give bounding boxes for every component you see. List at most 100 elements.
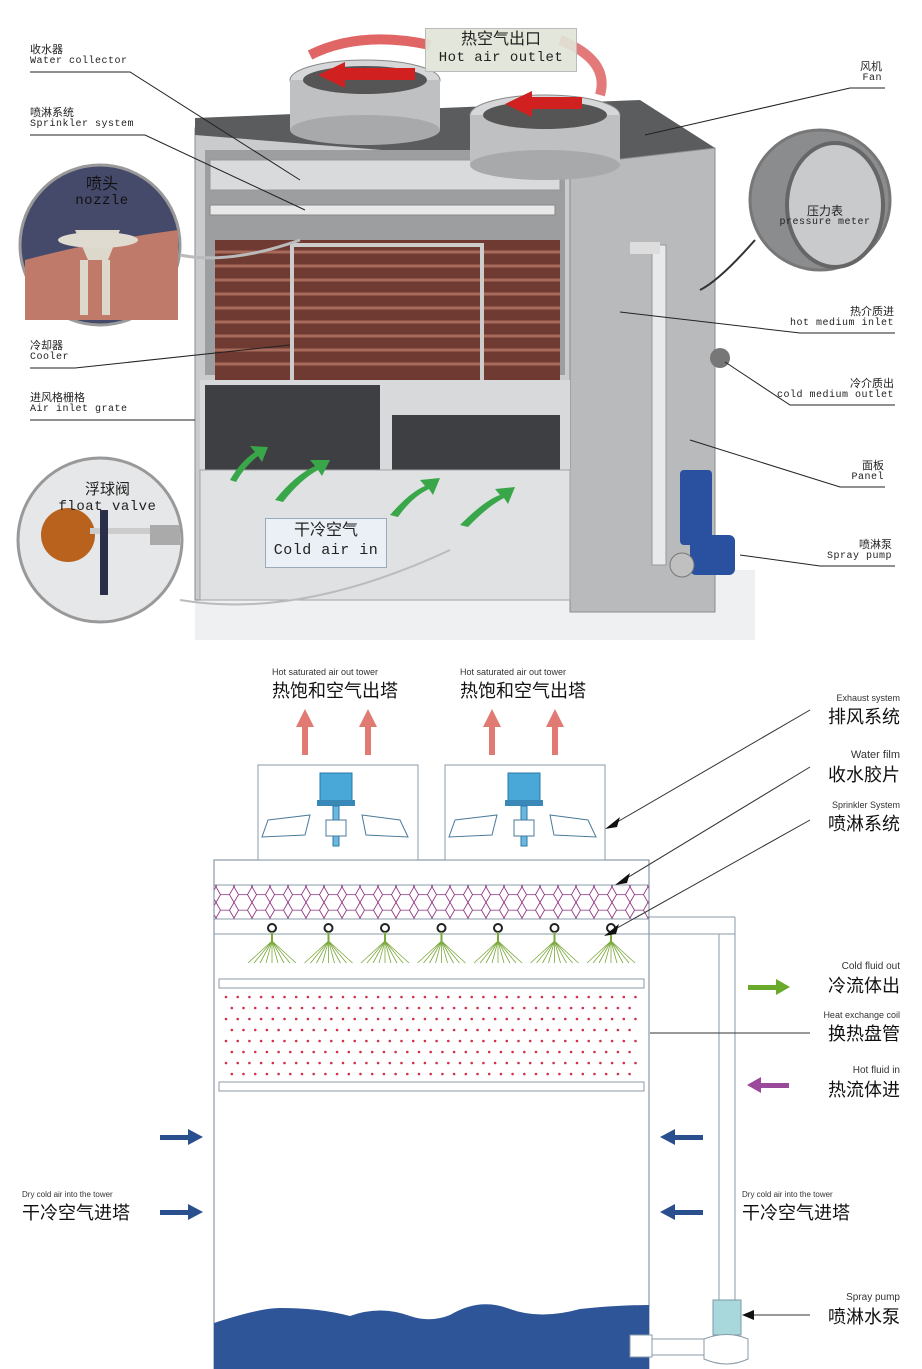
- coil-tube: [429, 1050, 433, 1054]
- coil-tube: [265, 1028, 269, 1032]
- spray-nozzle: [360, 923, 410, 964]
- coil-tube: [610, 1039, 614, 1043]
- pipe-and-pump: [630, 242, 735, 578]
- coil-tube: [528, 1061, 532, 1065]
- coil-tube: [236, 1039, 239, 1043]
- label-en: Sprinkler system: [30, 119, 135, 130]
- coil-tube: [482, 995, 485, 999]
- nozzle-en: nozzle: [75, 193, 129, 209]
- coil-tube: [341, 995, 345, 999]
- coil-tube: [470, 995, 474, 999]
- coil-tube: [558, 1006, 561, 1010]
- top-illustration: 热空气出口 Hot air outlet 干冷空气 Cold air in 喷头…: [0, 0, 922, 645]
- coil-tube: [610, 1061, 614, 1065]
- coil-tube: [411, 1039, 415, 1043]
- coil-tube: [394, 1006, 397, 1010]
- leader-lines-left: [30, 71, 306, 421]
- coil-tube: [540, 995, 544, 999]
- coil-tube: [300, 1050, 304, 1054]
- coil-tube: [330, 1017, 333, 1021]
- coil-tube: [324, 1050, 327, 1054]
- spray-nozzle: [304, 923, 353, 964]
- coil-tube: [458, 995, 462, 999]
- label-hot-fluid-in: Hot fluid in 热流体进: [828, 1065, 900, 1102]
- air-inlet-grate-left: [205, 385, 380, 470]
- spray-nozzle: [473, 923, 523, 964]
- coil-tube: [417, 1028, 421, 1032]
- coil-tube: [435, 1017, 438, 1021]
- coil-tube: [359, 1050, 362, 1054]
- coil-tube: [330, 1061, 333, 1065]
- coil-tube: [464, 1050, 468, 1054]
- coil-tube: [283, 1039, 286, 1043]
- coil-tube: [575, 995, 579, 999]
- coil-tube: [610, 1017, 614, 1021]
- coil-tube: [224, 1039, 228, 1043]
- coil-tube: [587, 995, 590, 999]
- coil-tube: [604, 1072, 608, 1076]
- spray-nozzle: [530, 923, 579, 964]
- coil-tube: [306, 995, 310, 999]
- coil-tube: [423, 995, 427, 999]
- coil-tube: [564, 995, 567, 999]
- coil-tube: [482, 1017, 485, 1021]
- coil-tube: [306, 1061, 310, 1065]
- coil-tube: [599, 995, 602, 999]
- coil-tube: [604, 1050, 608, 1054]
- cold-air-in-callout: 干冷空气 Cold air in: [265, 518, 387, 568]
- coil-tube: [593, 1028, 596, 1032]
- coil-tube: [242, 1028, 245, 1032]
- label-sprinkler-system-2: Sprinkler System 喷淋系统: [828, 800, 900, 836]
- label-air-inlet-grate: 进风格栅格 Air inlet grate: [30, 392, 128, 416]
- coil-tube: [552, 1061, 555, 1065]
- hot-air-arrow: [296, 709, 314, 755]
- label-en: Heat exchange coil: [823, 1010, 900, 1020]
- coil-tube: [628, 1050, 631, 1054]
- leader-arrowheads: [604, 817, 754, 1320]
- coil-tube: [283, 1017, 286, 1021]
- coil-tube: [382, 1006, 386, 1010]
- float-valve-zh: 浮球阀: [84, 480, 130, 498]
- coil-tube: [394, 1050, 397, 1054]
- coil-tube: [376, 1039, 380, 1043]
- water-film-mesh: [213, 884, 650, 920]
- coil-tube: [259, 1017, 263, 1021]
- coil-tube: [575, 1061, 579, 1065]
- cooler-coils: [215, 240, 560, 387]
- coil-tube: [476, 1006, 479, 1010]
- coil-tube: [523, 1006, 526, 1010]
- label-en: Hot fluid in: [852, 1065, 900, 1076]
- coil-tube: [294, 1039, 298, 1043]
- coil-tube: [435, 1061, 438, 1065]
- coil-tube: [552, 1039, 555, 1043]
- coil-tube: [224, 1017, 228, 1021]
- coil-tube: [581, 1028, 585, 1032]
- coil-tube: [511, 1006, 514, 1010]
- coil-tube: [634, 1061, 637, 1065]
- coil-tube: [622, 995, 626, 999]
- float-valve-label: 浮球阀 float valve: [50, 480, 165, 516]
- coil-tube: [253, 1072, 257, 1076]
- coil-tube: [499, 1006, 503, 1010]
- coil-tube: [616, 1072, 620, 1076]
- coil-tube: [406, 1028, 409, 1032]
- coil-tube: [564, 1039, 567, 1043]
- coil-tube: [634, 995, 637, 999]
- label-cold-medium-outlet: 冷介质出 cold medium outlet: [777, 378, 894, 402]
- coil-tube: [523, 1072, 526, 1076]
- pressure-meter-label: 压力表 pressure meter: [765, 205, 885, 228]
- coil-tube: [376, 995, 380, 999]
- coil-tube: [523, 1028, 526, 1032]
- coil-tube: [423, 1017, 427, 1021]
- label-en: Air inlet grate: [30, 404, 128, 415]
- coil-tube: [546, 1050, 549, 1054]
- coil-tube: [289, 1050, 292, 1054]
- coil-tube: [628, 1006, 631, 1010]
- coil-tube: [487, 1028, 491, 1032]
- coil-tube: [236, 995, 239, 999]
- coil-tube: [534, 1072, 538, 1076]
- coil-tube: [294, 1017, 298, 1021]
- label-en: Water film: [850, 749, 900, 761]
- coil-tube: [569, 1072, 573, 1076]
- fan-right: [469, 94, 621, 180]
